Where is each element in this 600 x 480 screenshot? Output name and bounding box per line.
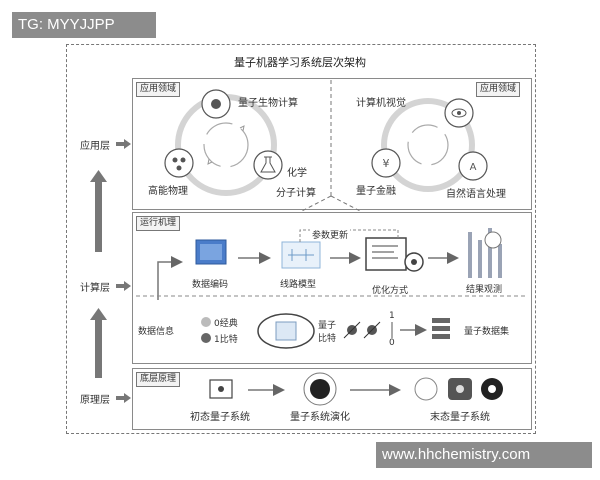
app-cycle-right: ¥ A	[371, 98, 488, 192]
tag-application-right: 应用领域	[476, 82, 521, 97]
label-finance: 量子金融	[356, 186, 396, 197]
optimizer-icon	[365, 237, 407, 271]
label-classical: 0经典	[214, 319, 238, 329]
principle-flow	[209, 372, 503, 406]
watermark-bottom: www.hhchemistry.com	[376, 442, 592, 468]
label-param-update: 参数更新	[310, 228, 351, 241]
dataset-icon	[432, 318, 450, 339]
flow-bottom	[201, 313, 450, 349]
label-nlp: 自然语言处理	[446, 189, 506, 200]
layer-label-principle: 原理层	[80, 395, 110, 406]
label-physics: 高能物理	[148, 186, 188, 197]
up-arrow-1	[90, 170, 107, 252]
observe-bars	[468, 228, 502, 278]
label-encode: 数据编码	[192, 280, 229, 290]
final-state-icon-1	[414, 377, 438, 401]
yen-icon	[371, 148, 401, 178]
label-circuit: 线路模型	[280, 280, 317, 290]
label-molecular: 分子计算	[276, 188, 316, 199]
label-optimize: 优化方式	[372, 286, 409, 296]
label-final: 末态量子系统	[430, 412, 490, 423]
label-vision: 计算机视觉	[356, 98, 406, 109]
watermark-top: TG: MYYJJPP	[12, 12, 156, 38]
label-bloch-1: 1	[389, 311, 395, 321]
layer-label-app: 应用层	[80, 141, 110, 152]
physics-icon	[164, 148, 194, 178]
label-evolution: 量子系统演化	[290, 412, 350, 423]
label-observe: 结果观测	[466, 285, 503, 295]
label-data-info: 数据信息	[138, 327, 175, 337]
meter-icon	[484, 231, 502, 249]
svg-text:A: A	[470, 162, 477, 173]
label-bio: 量子生物计算	[238, 98, 298, 109]
chip-icon	[275, 321, 297, 341]
label-qubit-1: 量子	[318, 321, 337, 331]
layer-arrow-compute	[116, 281, 131, 291]
label-dataset: 量子数据集	[464, 327, 510, 337]
language-icon	[458, 151, 488, 181]
label-initial: 初态量子系统	[190, 412, 250, 423]
label-bit: 1比特	[214, 335, 238, 345]
flask-icon	[253, 150, 283, 180]
outer-frame	[66, 44, 536, 434]
label-qubit-2: 比特	[318, 334, 337, 344]
tag-application-left: 应用领域	[136, 82, 181, 97]
tag-principle: 底层原理	[136, 372, 181, 387]
label-chemistry: 化学	[287, 168, 307, 179]
svg-text:¥: ¥	[383, 157, 390, 170]
up-arrow-2	[90, 308, 107, 378]
layer-arrow-app	[116, 139, 131, 149]
label-bloch-0: 0	[389, 338, 395, 348]
layer-label-compute: 计算层	[80, 283, 110, 294]
app-cycle-left	[164, 89, 283, 196]
diagram-title: 量子机器学习系统层次架构	[234, 56, 366, 69]
tag-mechanism: 运行机理	[136, 216, 181, 231]
evolution-icon	[310, 379, 330, 399]
layer-arrow-principle	[116, 393, 131, 403]
flow-top	[157, 228, 502, 300]
